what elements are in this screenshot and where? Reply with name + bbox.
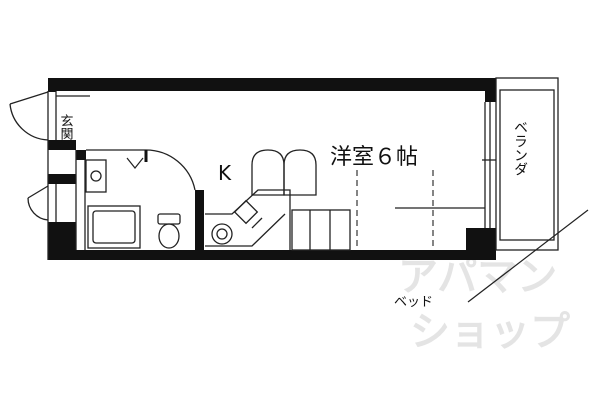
shower-mark	[126, 157, 144, 169]
left-wall-mid	[48, 140, 76, 150]
outer-walls	[48, 78, 496, 260]
closet	[291, 209, 351, 251]
watermark-line-1: アパマン	[398, 254, 557, 300]
veranda-label: ベランダ	[512, 120, 528, 176]
toilet	[157, 213, 181, 249]
storage-door	[27, 185, 49, 221]
washbasin	[85, 159, 107, 193]
watermark-logo: アパマン ショップ	[398, 254, 570, 355]
top-wall	[48, 78, 496, 91]
refrigerator	[251, 149, 317, 196]
watermark-line-2: ショップ	[410, 309, 570, 355]
stove-burner	[211, 223, 233, 245]
bathtub	[87, 205, 141, 249]
left-wall-bottom	[48, 222, 76, 260]
left-wall-lower	[48, 174, 76, 184]
bath-corner-post	[76, 150, 86, 160]
bed-outline	[356, 170, 434, 250]
left-wall-top	[48, 78, 56, 92]
western-room-label: 洋室６帖	[330, 145, 418, 170]
partition-wall	[195, 190, 204, 260]
bed-label: ベッド	[394, 295, 433, 310]
bath-door-swing	[145, 149, 196, 191]
bed-pointer-line	[467, 209, 589, 303]
entrance-door	[9, 91, 49, 141]
veranda	[482, 77, 559, 251]
kitchen-label: K	[218, 161, 232, 185]
inner-lines	[47, 91, 491, 260]
right-wall-bottom	[466, 228, 496, 260]
entrance-label: 玄関	[58, 114, 74, 141]
bottom-wall	[48, 250, 496, 260]
right-wall-top	[485, 78, 496, 102]
kitchen-counter	[205, 189, 291, 250]
